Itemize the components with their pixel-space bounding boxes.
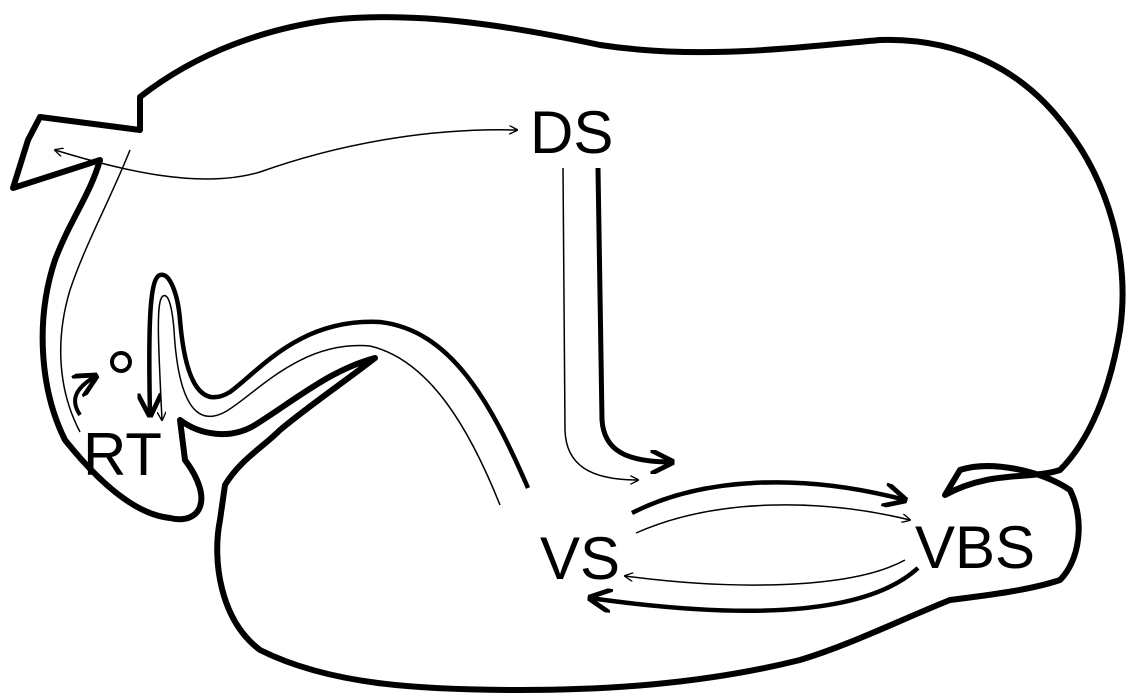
vbs-to-vs-thin-arrow bbox=[625, 560, 905, 585]
bulb-to-rt-line bbox=[61, 150, 130, 432]
label-vbs: VBS bbox=[915, 514, 1035, 581]
vbs-to-vs-thick-arrow bbox=[590, 568, 918, 611]
label-vs: VS bbox=[540, 525, 620, 592]
rt-loop-arrow-icon bbox=[75, 376, 96, 415]
vs-to-vbs-thick-arrow bbox=[632, 482, 905, 513]
vs-to-vbs-thin-arrow bbox=[636, 505, 910, 533]
ds-to-bulb-arrow bbox=[55, 130, 517, 179]
label-rt: RT bbox=[83, 421, 162, 488]
ds-to-vs-thick-arrow bbox=[598, 168, 672, 462]
rt-loop-thick-arrow bbox=[149, 275, 528, 488]
label-ds: DS bbox=[530, 99, 613, 166]
rt-circle-icon bbox=[112, 353, 130, 371]
